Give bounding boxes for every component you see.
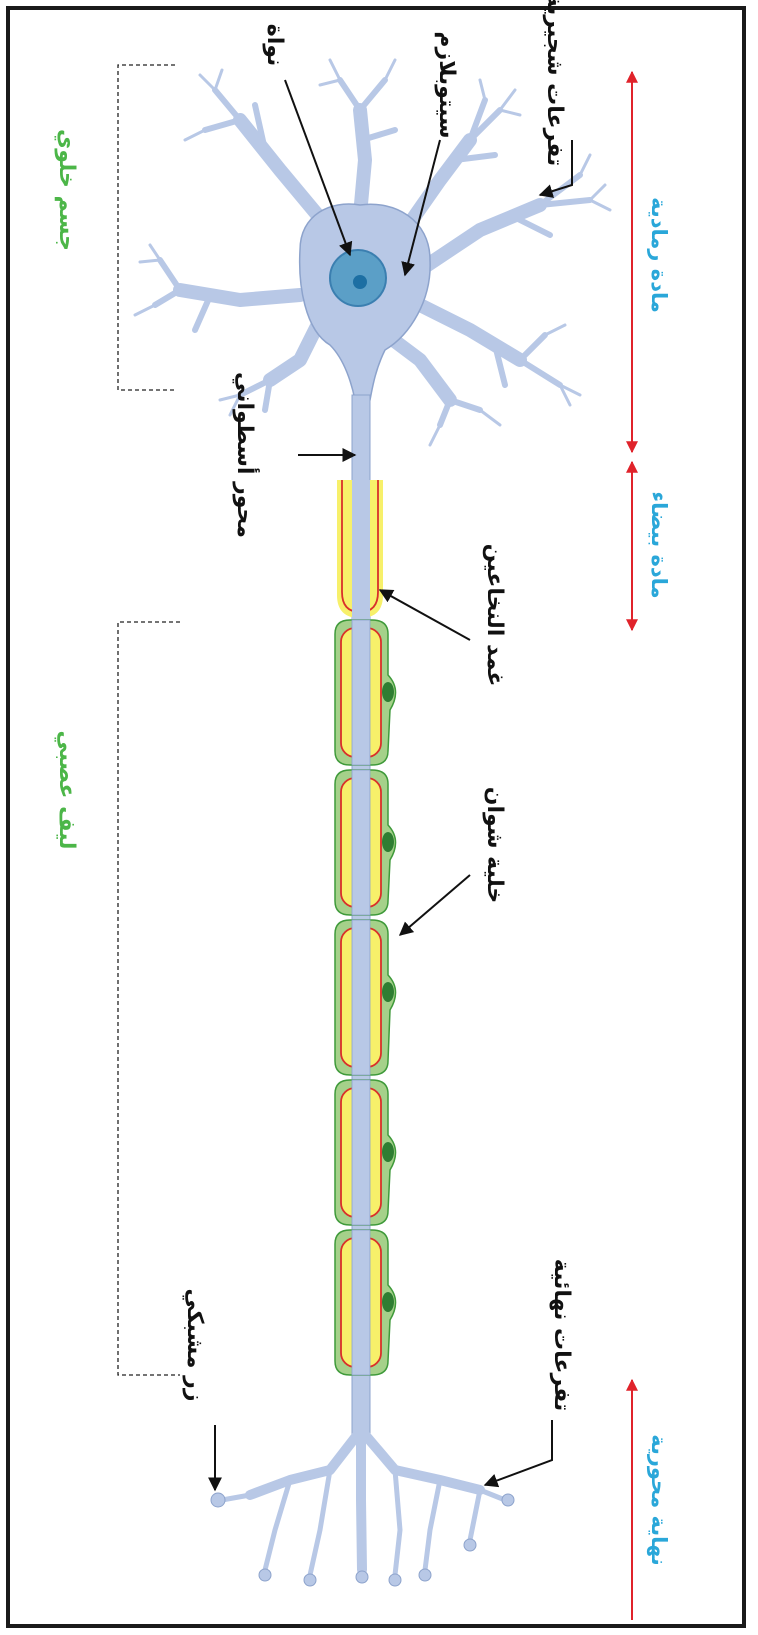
label-nucleus: نواة bbox=[262, 24, 287, 67]
dendrites-pointer bbox=[538, 140, 573, 198]
schwann-nucleus bbox=[382, 1292, 394, 1312]
label-white-matter: مادة بيضاء bbox=[647, 491, 671, 598]
schwann-nucleus bbox=[382, 1142, 394, 1162]
label-axon: محور أسطواني bbox=[232, 372, 261, 538]
dendrites bbox=[133, 58, 612, 447]
schwann-cell-segment bbox=[334, 919, 397, 1076]
myelin-pointer bbox=[378, 589, 471, 641]
schwann-nucleus bbox=[382, 682, 394, 702]
schwann-cell-segment bbox=[334, 1079, 397, 1226]
bracket-nerve-fiber bbox=[117, 621, 180, 1376]
bracket-cell-body bbox=[117, 64, 175, 391]
label-nerve-fiber: ليف عصبي bbox=[54, 730, 79, 849]
pointer-arrows bbox=[208, 79, 573, 1492]
myelin-sheath bbox=[337, 480, 383, 620]
label-synaptic-button: زر مشبكي bbox=[182, 1288, 207, 1401]
synaptic-buttons bbox=[210, 1492, 515, 1587]
cytoplasm-pointer bbox=[401, 139, 441, 277]
schwann-nucleus bbox=[382, 832, 394, 852]
schwann-cell-segment bbox=[334, 1229, 397, 1376]
label-dendrites: تفرعات شجيرية bbox=[542, 0, 567, 166]
nucleolus bbox=[353, 275, 367, 289]
label-cytoplasm: سيتوبلازم bbox=[434, 31, 459, 138]
schwann-segments bbox=[334, 619, 397, 1376]
schwann-cell-segment bbox=[334, 619, 397, 766]
terminal-branches-pointer bbox=[483, 1420, 553, 1488]
schwann-cell-segment bbox=[334, 769, 397, 916]
label-schwann-cell: خلية شوان bbox=[482, 787, 507, 904]
label-terminal-branches: تفرعات نهائية bbox=[549, 1259, 574, 1411]
label-axon-terminal: نهاية محورية bbox=[647, 1434, 671, 1566]
nucleus-pointer bbox=[284, 79, 353, 257]
terminal-branches bbox=[219, 1425, 508, 1578]
schwann-pointer bbox=[398, 874, 471, 936]
label-cell-body: جسم خلوي bbox=[54, 129, 79, 251]
label-myelin: غمد النخاعين bbox=[482, 544, 507, 687]
schwann-nucleus bbox=[382, 982, 394, 1002]
label-gray-matter: مادة رمادية bbox=[647, 197, 671, 313]
